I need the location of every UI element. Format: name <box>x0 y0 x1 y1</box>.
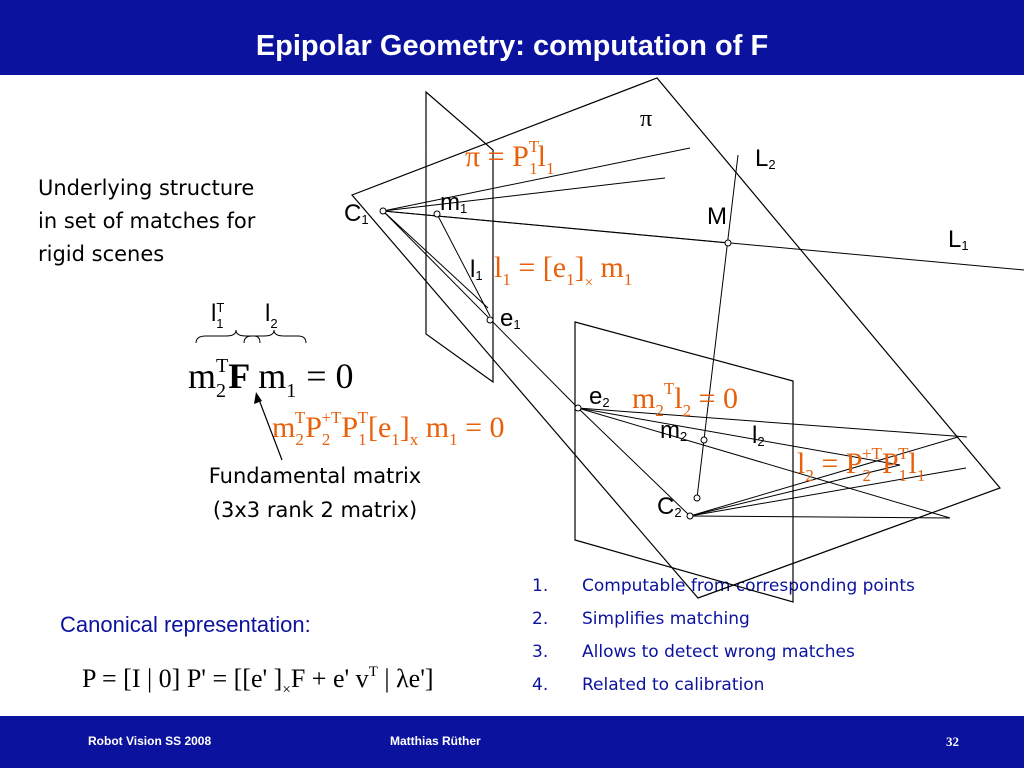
diagram-points <box>379 207 732 520</box>
label-e2: e2 <box>589 383 610 410</box>
title-bar: Epipolar Geometry: computation of F <box>0 0 1024 75</box>
eq-l2-p2-p1t-l1: l2 = P2+TP1Tl1 <box>797 444 925 485</box>
label-e1: e1 <box>500 305 521 332</box>
property-item: 3. Allows to detect wrong matches <box>532 639 915 672</box>
property-number: 4. <box>532 675 549 695</box>
label-l2: l2 <box>752 422 765 449</box>
canonical-heading: Canonical representation: <box>60 612 311 637</box>
property-text: Simplifies matching <box>582 609 750 629</box>
fundamental-arrowhead <box>254 392 262 404</box>
point-m1 <box>433 210 441 218</box>
label-m2: m2 <box>660 417 687 444</box>
image-plane-2 <box>574 321 794 603</box>
footer: Robot Vision SS 2008 Matthias Rüther 32 <box>0 716 1024 768</box>
property-number: 1. <box>532 576 549 596</box>
property-item: 2. Simplifies matching <box>532 606 915 639</box>
slide-title: Epipolar Geometry: computation of F <box>255 30 769 62</box>
eq-m2t-l2: m2Tl2 = 0 <box>632 379 738 420</box>
image-plane-1 <box>425 90 494 384</box>
point-e1 <box>486 316 494 324</box>
footer-author: Matthias Rüther <box>390 734 481 748</box>
plane-pi <box>350 77 1002 599</box>
point-m <box>724 239 732 247</box>
fundamental-caption-line-1: Fundamental matrix <box>208 464 422 488</box>
point-e2 <box>574 404 582 412</box>
property-number: 2. <box>532 609 549 629</box>
label-l1: l1 <box>470 256 483 283</box>
intro-line-1: Underlying structure <box>38 176 255 200</box>
rays-c1 <box>382 147 1024 409</box>
point-c2 <box>686 512 694 520</box>
property-item: 1. Computable from corresponding points <box>532 573 915 606</box>
brace-right <box>243 329 307 344</box>
point-c2-upper <box>693 494 701 502</box>
label-L1: L1 <box>948 226 969 253</box>
canonical-equation: P = [I | 0] P' = [[e' ]×F + e' vT | λe'] <box>82 664 434 698</box>
eq-m2t-p2-p1t-e1x-m1: m2TP2+TP1T[e1]x m1 = 0 <box>272 408 505 449</box>
label-C2: C2 <box>657 493 682 520</box>
label-m1: m1 <box>440 189 467 216</box>
page-number: 32 <box>946 734 959 749</box>
property-number: 3. <box>532 642 549 662</box>
property-list: 1. Computable from corresponding points 2… <box>532 573 915 705</box>
property-item: 4. Related to calibration <box>532 672 915 705</box>
diagram-labels: π L2 M L1 C1 m1 l1 e1 e2 m2 l2 C2 <box>344 106 969 520</box>
point-m2 <box>700 436 708 444</box>
label-pi: π <box>640 106 652 132</box>
property-text: Related to calibration <box>582 675 765 695</box>
intro-line-2: in set of matches for <box>38 209 256 233</box>
property-text: Allows to detect wrong matches <box>582 642 855 662</box>
intro-line-3: rigid scenes <box>38 242 165 266</box>
fundamental-arrow <box>257 396 283 461</box>
fundamental-caption: Fundamental matrix (3x3 rank 2 matrix) <box>170 459 460 527</box>
eq-l1-e1x-m1: l1 = [e1]× m1 <box>494 251 632 291</box>
label-L2: L2 <box>755 145 776 172</box>
label-M: M <box>707 203 727 230</box>
label-l2: l2 <box>265 300 278 331</box>
intro-text: Underlying structure in set of matches f… <box>38 172 328 271</box>
footer-course: Robot Vision SS 2008 <box>88 734 212 748</box>
fundamental-caption-line-2: (3x3 rank 2 matrix) <box>212 498 418 522</box>
label-C1: C1 <box>344 200 369 227</box>
property-text: Computable from corresponding points <box>582 576 915 596</box>
point-c1 <box>379 207 387 215</box>
